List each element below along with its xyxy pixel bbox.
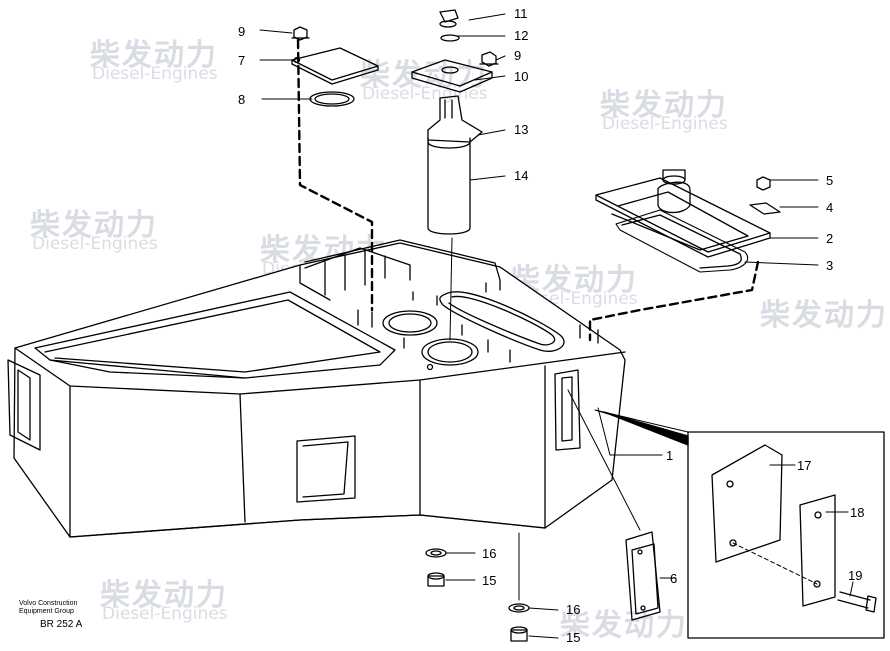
callout-14: 14: [514, 168, 528, 183]
callout-8: 8: [238, 92, 245, 107]
callout-12: 12: [514, 28, 528, 43]
callout-11: 11: [514, 6, 528, 21]
drain-plug-right: [508, 532, 559, 642]
callout-9: 9: [238, 24, 245, 39]
cover-plate-left: [259, 26, 379, 312]
drawing-ref: BR 252 A: [40, 619, 83, 630]
callout-3: 3: [826, 258, 833, 273]
tank-body: [7, 239, 626, 538]
callout-7: 7: [238, 53, 245, 68]
callout-6: 6: [670, 571, 677, 586]
callout-19: 19: [848, 568, 862, 583]
company-line-1: Volvo Construction: [19, 600, 77, 607]
callout-13: 13: [514, 122, 528, 137]
callout-16: 16: [482, 546, 496, 561]
level-gauge: [567, 389, 677, 621]
callout-5: 5: [826, 173, 833, 188]
filler-assembly: [411, 9, 506, 341]
callout-16: 16: [566, 602, 580, 617]
callout-18: 18: [850, 505, 864, 520]
callout-1: 1: [666, 448, 673, 463]
callout-9: 9: [514, 48, 521, 63]
callout-15: 15: [566, 630, 580, 645]
callout-10: 10: [514, 69, 528, 84]
detail-inset: [594, 409, 885, 639]
callout-2: 2: [826, 231, 833, 246]
callout-4: 4: [826, 200, 833, 215]
company-line-2: Equipment Group: [19, 608, 74, 615]
drain-plug-left: [425, 548, 476, 587]
callout-15: 15: [482, 573, 496, 588]
hatch-cover: [588, 169, 819, 342]
callout-17: 17: [797, 458, 811, 473]
